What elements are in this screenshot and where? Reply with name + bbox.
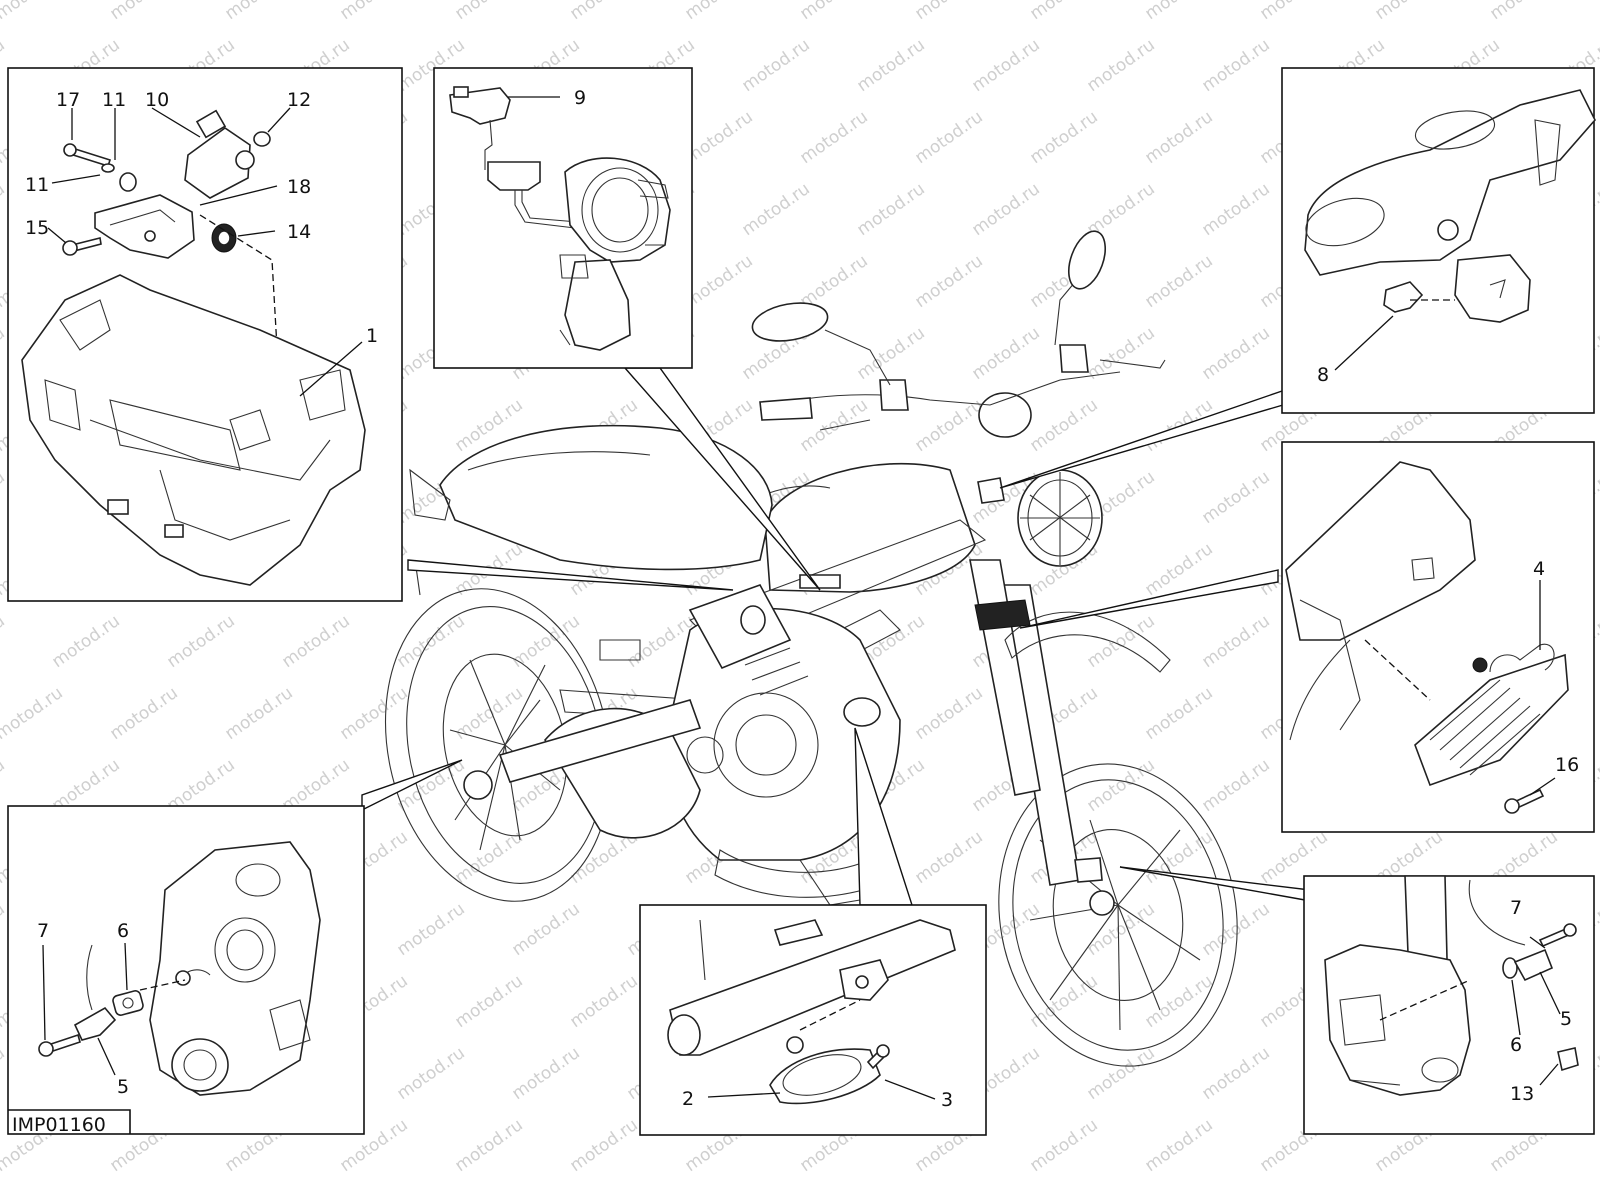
callout-5-left: 5 — [117, 1076, 129, 1098]
watermark-text: motod.ru — [1026, 395, 1101, 456]
watermark-text: motod.ru — [1083, 755, 1158, 816]
watermark-text: motod.ru — [1026, 0, 1101, 24]
watermark-text: motod.ru — [451, 683, 526, 744]
watermark-text: motod.ru — [393, 899, 468, 960]
watermark-text: motod.ru — [106, 683, 181, 744]
watermark-text: motod.ru — [1198, 1043, 1273, 1104]
detail-panel-right-middle — [1281, 441, 1595, 833]
watermark-text: motod.ru — [911, 251, 986, 312]
watermark-text: motod.ru — [163, 611, 238, 672]
watermark-text: motod.ru — [1141, 0, 1216, 24]
watermark-text: motod.ru — [911, 683, 986, 744]
watermark-text: motod.ru — [911, 107, 986, 168]
watermark-text: motod.ru — [1198, 755, 1273, 816]
watermark-text: motod.ru — [508, 611, 583, 672]
callout-14: 14 — [287, 221, 311, 243]
watermark-text: motod.ru — [853, 35, 928, 96]
watermark-text: motod.ru — [1256, 0, 1331, 24]
watermark-text: motod.ru — [1371, 0, 1446, 24]
detail-panel-bottom-left: IMP01160 — [7, 805, 365, 1136]
watermark-text: motod.ru — [1141, 1115, 1216, 1176]
callout-17: 17 — [56, 89, 80, 111]
detail-panel-bottom-center — [639, 904, 987, 1136]
watermark-text: motod.ru — [451, 971, 526, 1032]
callout-15: 15 — [25, 217, 49, 239]
watermark-text: motod.ru — [1198, 467, 1273, 528]
callout-9: 9 — [574, 87, 586, 109]
watermark-text: motod.ru — [566, 971, 641, 1032]
callout-numbers: 17 11 10 12 11 18 15 14 1 9 8 4 16 7 6 5… — [25, 87, 1579, 1111]
watermark-text: motod.ru — [911, 827, 986, 888]
watermark-text: motod.ru — [1486, 0, 1561, 24]
watermark-text: motod.ru — [1141, 107, 1216, 168]
watermark-text: motod.ru — [1141, 971, 1216, 1032]
watermark-text: motod.ru — [796, 107, 871, 168]
callout-7-left: 7 — [37, 920, 49, 942]
watermark-text: motod.ru — [48, 611, 123, 672]
watermark-text: motod.ru — [738, 179, 813, 240]
callout-8: 8 — [1317, 364, 1329, 386]
watermark-text: motod.ru — [1083, 35, 1158, 96]
callout-12: 12 — [287, 89, 311, 111]
watermark-text: motod.ru — [566, 1115, 641, 1176]
callout-3: 3 — [941, 1089, 953, 1111]
watermark-text: motod.ru — [278, 611, 353, 672]
callout-1: 1 — [366, 325, 378, 347]
callout-4: 4 — [1533, 558, 1545, 580]
watermark-text: motod.ru — [221, 683, 296, 744]
callout-13: 13 — [1510, 1083, 1534, 1105]
watermark-text: motod.ru — [336, 0, 411, 24]
watermark-text: motod.ru — [1026, 1115, 1101, 1176]
watermark-text: motod.ru — [1198, 35, 1273, 96]
watermark-text: motod.ru — [451, 1115, 526, 1176]
watermark-text: motod.ru — [853, 179, 928, 240]
callout-6-left: 6 — [117, 920, 129, 942]
watermark-text: motod.ru — [451, 0, 526, 24]
watermark-text: motod.ru — [0, 611, 9, 672]
watermark-text: motod.ru — [681, 0, 756, 24]
watermark-text: motod.ru — [1083, 611, 1158, 672]
callout-16: 16 — [1555, 754, 1579, 776]
watermark-text: motod.ru — [968, 179, 1043, 240]
watermark-text: motod.ru — [853, 323, 928, 384]
callout-10: 10 — [145, 89, 169, 111]
detail-panel-top-left — [7, 67, 403, 602]
callout-18: 18 — [287, 176, 311, 198]
callout-7-right: 7 — [1510, 897, 1522, 919]
watermark-text: motod.ru — [393, 611, 468, 672]
watermark-text: motod.ru — [508, 899, 583, 960]
callout-6-right: 6 — [1510, 1034, 1522, 1056]
watermark-text: motod.ru — [106, 0, 181, 24]
motorcycle-illustration — [384, 230, 1238, 1067]
callout-5-right: 5 — [1560, 1008, 1572, 1030]
watermark-text: motod.ru — [738, 35, 813, 96]
watermark-text: motod.ru — [968, 35, 1043, 96]
watermark-text: motod.ru — [336, 683, 411, 744]
watermark-text: motod.ru — [566, 0, 641, 24]
detail-panel-top-right — [1281, 67, 1596, 414]
pointer-wedges — [361, 367, 1312, 906]
watermark-text: motod.ru — [1198, 323, 1273, 384]
callout-2: 2 — [682, 1088, 694, 1110]
watermark-text: motod.ru — [221, 0, 296, 24]
callout-11-top: 11 — [102, 89, 126, 111]
detail-panel-top-center — [433, 67, 693, 369]
watermark-text: motod.ru — [0, 683, 67, 744]
watermark-text: motod.ru — [1141, 251, 1216, 312]
watermark-text: motod.ru — [508, 1043, 583, 1104]
watermark-text: motod.ru — [1026, 107, 1101, 168]
watermark-text: motod.ru — [1198, 179, 1273, 240]
watermark-text: motod.ru — [1083, 1043, 1158, 1104]
watermark-text: motod.ru — [968, 323, 1043, 384]
watermark-text: motod.ru — [1198, 611, 1273, 672]
watermark-text: motod.ru — [0, 0, 67, 24]
detail-panel-bottom-right — [1303, 875, 1595, 1135]
watermark-text: motod.ru — [393, 1043, 468, 1104]
callout-11-left: 11 — [25, 174, 49, 196]
watermark-text: motod.ru — [911, 0, 986, 24]
watermark-text: motod.ru — [1141, 683, 1216, 744]
drawing-code: IMP01160 — [12, 1114, 106, 1136]
watermark-text: motod.ru — [796, 0, 871, 24]
